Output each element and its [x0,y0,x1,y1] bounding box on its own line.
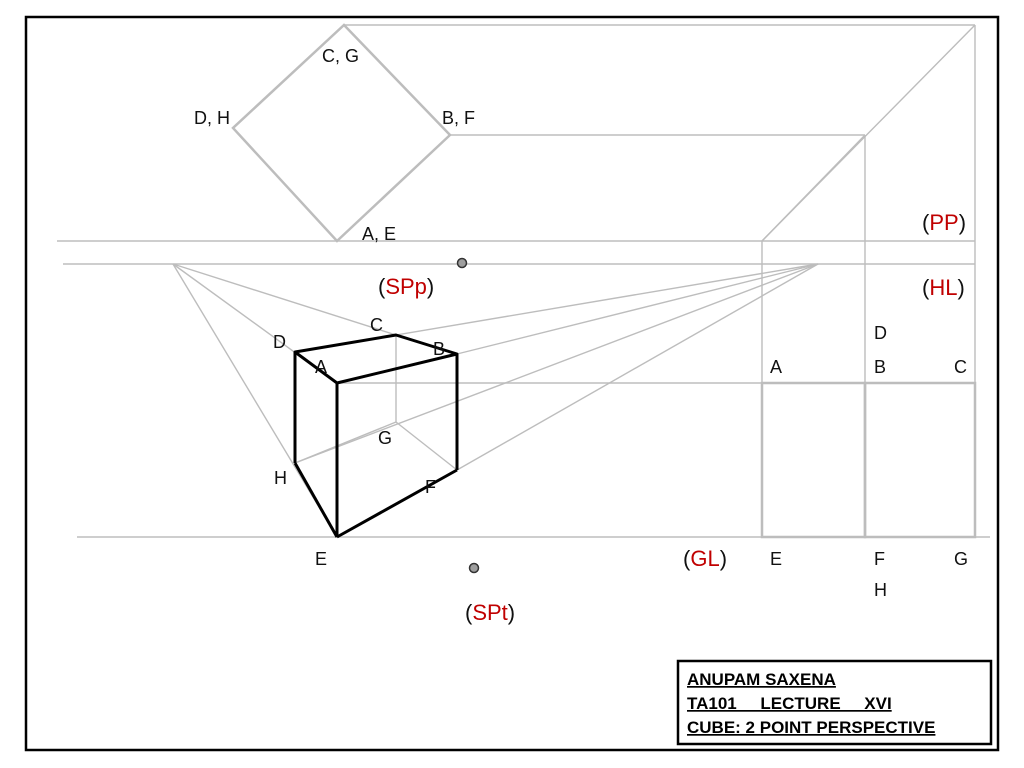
title-topic: CUBE: 2 POINT PERSPECTIVE [687,718,935,737]
elev-label-h: H [874,580,887,600]
elev-label-c: C [954,357,967,377]
label-horizon-line: (HL) [922,275,965,300]
label-station-point-elevation: (SPt) [465,600,515,625]
cube-edge-he [293,462,339,538]
elev-label-g: G [954,549,968,569]
perspective-cube [293,333,459,539]
vp-right-to-b [456,263,819,355]
persp-label-f: F [425,477,436,497]
elev-label-d: D [874,323,887,343]
label-station-point-plan: (SPp) [378,274,434,299]
title-course: TA101 LECTURE XVI [687,694,892,713]
plan-label-bf: B, F [442,108,475,128]
slide-border [24,15,1000,752]
elevation-box-left [760,381,867,539]
construction-lines [57,23,990,539]
elev-label-e: E [770,549,782,569]
vp-right-to-h [294,263,819,464]
plan-label-cg: C, G [322,46,359,66]
persp-label-a: A [315,357,327,377]
station-point-plan [456,257,468,269]
plan-label-ae: A, E [362,224,396,244]
persp-label-e: E [315,549,327,569]
persp-label-b: B [433,339,445,359]
elev-label-a: A [770,357,782,377]
hidden-edge-hg [294,421,397,464]
station-point-elevation [468,562,480,574]
elev-label-b: B [874,357,886,377]
elev-label-f: F [874,549,885,569]
label-ground-line: (GL) [683,546,727,571]
persp-label-c: C [370,315,383,335]
plan-label-dh: D, H [194,108,230,128]
hidden-edge-gf [395,421,458,471]
persp-label-h: H [274,468,287,488]
vp-right-to-f [456,263,819,471]
elevation-box-right [863,381,977,539]
cube-edge-ef [336,468,458,539]
vp-left-to-c [172,263,397,336]
persp-label-g: G [378,428,392,448]
proj-diagonal-mid [761,134,866,242]
title-author: ANUPAM SAXENA [687,670,836,689]
title-block-frame [676,659,993,746]
title-block: ANUPAM SAXENA TA101 LECTURE XVI CUBE: 2 … [676,659,993,746]
label-picture-plane: (PP) [922,210,966,235]
persp-label-d: D [273,332,286,352]
